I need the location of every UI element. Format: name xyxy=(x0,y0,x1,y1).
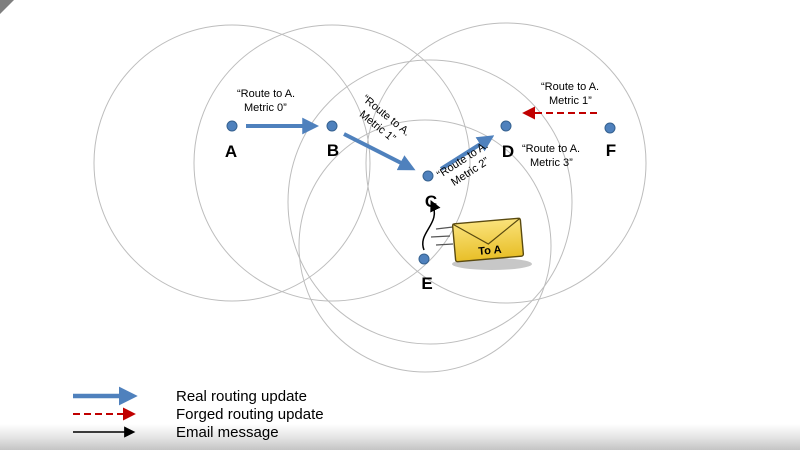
legend-real-label: Real routing update xyxy=(176,388,307,405)
node-labels: A B C D F E xyxy=(225,141,616,293)
label-a-to-b-line1: “Route to A. xyxy=(237,88,295,100)
legend-forged-label: Forged routing update xyxy=(176,406,324,423)
label-d-to-f-line1: “Route to A. xyxy=(522,143,580,155)
email-envelope: To A xyxy=(430,217,532,270)
node-a-label: A xyxy=(225,142,237,161)
label-forged-line2: Metric 1” xyxy=(549,95,592,107)
real-routing-arrows xyxy=(246,117,495,171)
range-circle-a xyxy=(93,24,371,302)
motion-lines-icon xyxy=(430,226,454,246)
envelope-icon: To A xyxy=(451,217,525,263)
slide-footer-band xyxy=(0,424,800,450)
node-b-dot xyxy=(326,120,338,132)
range-circles xyxy=(93,22,647,373)
node-b-label: B xyxy=(327,141,339,160)
node-a-dot xyxy=(226,120,238,132)
node-f-dot xyxy=(604,122,616,134)
node-c-dot xyxy=(422,170,434,182)
node-d-dot xyxy=(500,120,512,132)
message-labels: “Route to A. Metric 0” “Route to A. Metr… xyxy=(237,81,599,189)
arrow-c-to-d xyxy=(439,135,495,171)
label-d-to-f-line2: Metric 3” xyxy=(530,157,573,169)
slide-corner-accent xyxy=(0,0,14,14)
node-f-label: F xyxy=(606,141,616,160)
range-circle-d xyxy=(365,22,647,304)
range-circle-b xyxy=(193,24,471,302)
legend-email-label: Email message xyxy=(176,424,279,441)
arrow-b-to-c xyxy=(343,132,416,171)
node-c-label: C xyxy=(425,192,437,211)
node-e-label: E xyxy=(421,274,432,293)
label-forged-line1: “Route to A. xyxy=(541,81,599,93)
node-d-label: D xyxy=(502,142,514,161)
range-circle-e xyxy=(298,119,552,373)
node-e-dot xyxy=(418,253,430,265)
envelope-label: To A xyxy=(478,244,502,258)
range-circle-c xyxy=(287,59,573,345)
legend: Real routing update Forged routing updat… xyxy=(73,386,324,441)
arrow-e-to-c-email xyxy=(422,199,441,251)
nodes xyxy=(226,120,616,265)
label-a-to-b-line2: Metric 0” xyxy=(244,102,287,114)
label-c-to-d: “Route to A. Metric 2” xyxy=(435,139,492,188)
